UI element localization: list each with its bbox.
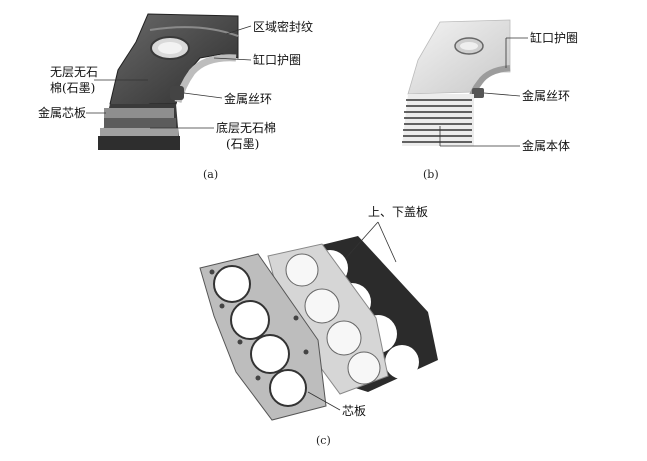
bolt-hole-b-inner — [460, 42, 478, 50]
metal-wire-ring-b — [472, 88, 484, 98]
label-no-layer-asbestos-line2: 棉(石墨) — [50, 81, 96, 95]
panel-a-drawing — [86, 13, 252, 150]
label-metal-wire-ring-a: 金属丝环 — [224, 92, 273, 106]
label-no-layer-asbestos-line1: 无层无石 — [50, 65, 99, 79]
region-seal-line-a — [149, 26, 239, 37]
core-plate-texture-a — [104, 118, 176, 128]
label-metal-core: 金属芯板 — [38, 106, 87, 120]
gasket-b-top-face — [407, 19, 511, 95]
label-core-plate: 芯板 — [342, 404, 367, 418]
label-metal-wire-ring-b: 金属丝环 — [522, 89, 571, 103]
leader-bore-ring-a — [213, 57, 252, 61]
label-metal-body: 金属本体 — [522, 139, 571, 153]
gasket-plate-middle — [267, 243, 389, 395]
label-bottom-asbestos-line2: (石墨) — [226, 137, 260, 151]
caption-panel-a: (a) — [203, 168, 219, 181]
leader-region-seal — [225, 25, 252, 35]
leader-core-plate — [307, 391, 341, 411]
bolt-hole-a-inner — [158, 42, 182, 54]
leader-metal-wire-ring-a — [183, 92, 223, 99]
label-region-seal: 区域密封纹 — [253, 20, 314, 34]
panel-c-drawing — [199, 221, 438, 421]
label-bottom-asbestos-line1: 底层无石棉 — [216, 121, 277, 135]
leader-cover-plates-1 — [345, 221, 379, 259]
label-cover-plates: 上、下盖板 — [368, 205, 429, 219]
gasket-plate-core — [199, 253, 327, 421]
panel-b-drawing — [402, 19, 528, 147]
core-plate-band-a — [104, 108, 174, 118]
bottom-layer-band-a — [100, 128, 178, 136]
caption-panel-b: (b) — [423, 168, 439, 181]
caption-panel-c: (c) — [316, 434, 331, 447]
label-bore-ring-a: 缸口护圈 — [253, 53, 302, 67]
metal-body-stripes — [402, 99, 472, 143]
leader-cover-plates-2 — [377, 221, 397, 263]
leader-metal-wire-ring-b — [483, 92, 521, 97]
layer-edge-b — [402, 94, 474, 146]
metal-wire-ring-a — [170, 86, 184, 100]
label-bore-ring-b: 缸口护圈 — [530, 31, 579, 45]
bottom-layer-dark-a — [98, 136, 180, 150]
